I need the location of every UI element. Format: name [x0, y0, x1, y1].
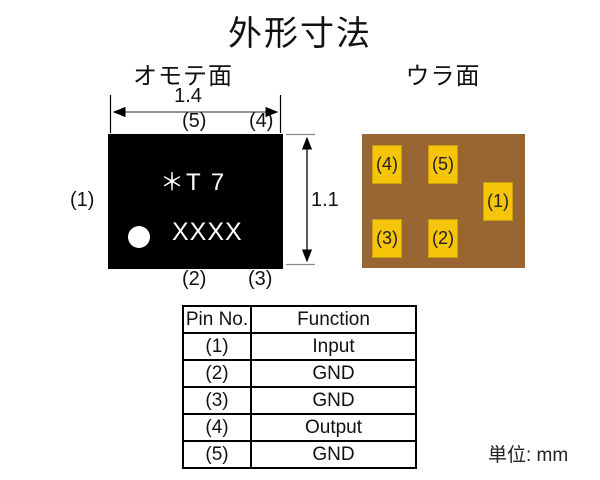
table-row: (2) GND [182, 359, 417, 388]
front-pin-label-4: (4) [249, 110, 274, 132]
header-pin-no: Pin No. [182, 305, 252, 334]
header-function: Function [250, 305, 417, 334]
front-pin-label-2: (2) [182, 268, 207, 290]
cell-function: GND [250, 440, 417, 469]
back-pad-3: (3) [372, 219, 402, 258]
cell-pin: (2) [182, 359, 252, 388]
cell-function: Output [250, 413, 417, 442]
back-pad-4: (4) [372, 145, 402, 184]
cell-function: GND [250, 386, 417, 415]
back-pad-1: (1) [483, 182, 513, 221]
package-marking-line2: XXXX [172, 218, 243, 246]
height-dimension-value: 1.1 [311, 189, 339, 211]
page-title: 外形寸法 [228, 15, 372, 53]
front-face-label: オモテ面 [133, 63, 233, 90]
back-pad-5: (5) [428, 145, 458, 184]
table-header-row: Pin No. Function [182, 305, 417, 334]
package-marking-line1: ＊T 7 [160, 169, 227, 196]
unit-note: 単位: mm [488, 445, 569, 466]
cell-pin: (5) [182, 440, 252, 469]
table-row: (1) Input [182, 332, 417, 361]
pin-function-table: Pin No. Function (1) Input (2) GND (3) G… [182, 305, 417, 469]
front-pin-label-3: (3) [248, 268, 273, 290]
table-row: (3) GND [182, 386, 417, 415]
cell-function: GND [250, 359, 417, 388]
table-row: (5) GND [182, 440, 417, 469]
back-package-body: (4) (5) (1) (3) (2) [362, 134, 525, 268]
table-row: (4) Output [182, 413, 417, 442]
pin1-orientation-dot [128, 226, 150, 248]
back-pad-2: (2) [428, 219, 458, 258]
cell-pin: (1) [182, 332, 252, 361]
cell-pin: (3) [182, 386, 252, 415]
cell-pin: (4) [182, 413, 252, 442]
front-pin-label-1: (1) [70, 189, 95, 211]
width-dimension-value: 1.4 [174, 85, 202, 107]
back-face-label: ウラ面 [405, 63, 481, 90]
cell-function: Input [250, 332, 417, 361]
front-pin-label-5: (5) [182, 110, 207, 132]
front-package-body: ＊T 7 XXXX [108, 134, 283, 269]
